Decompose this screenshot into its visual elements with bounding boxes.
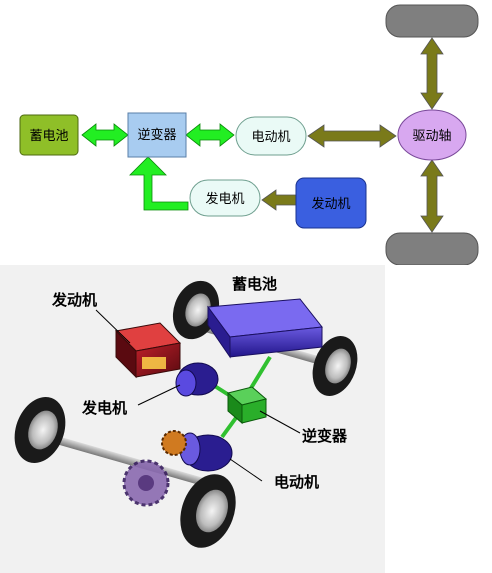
chassis-battery-label: 蓄电池 (232, 275, 277, 293)
chassis-illustration: 蓄电池 发动机 发电机 逆变器 电动机 (0, 265, 385, 573)
battery-label: 蓄电池 (29, 129, 68, 144)
front-right-wheel (180, 474, 236, 548)
inverter-motor-arrow (185, 123, 235, 147)
battery-inverter-arrow (81, 123, 129, 147)
engine-box (295, 177, 367, 229)
chassis-inverter (226, 386, 268, 425)
generator-leader-line (137, 384, 181, 406)
chassis-inverter-label: 逆变器 (302, 427, 348, 445)
front-axle (37, 431, 214, 489)
inverter-motor-wire (220, 413, 240, 439)
top-wheel (385, 4, 479, 38)
chassis-generator-label: 发电机 (81, 399, 127, 417)
axle-top-arrow (420, 37, 444, 110)
inverter-box (127, 112, 187, 158)
drive-axle-circle (397, 109, 467, 161)
rear-right-wheel (312, 335, 358, 397)
engine-label: 发动机 (311, 196, 350, 212)
chassis-gears (122, 430, 187, 507)
chassis-battery (207, 298, 323, 359)
engine-generator-arrow (261, 189, 297, 211)
bottom-wheel (385, 232, 479, 265)
motor-axle-arrow (307, 124, 397, 148)
engine-leader-line (95, 309, 131, 344)
front-left-wheel (14, 397, 66, 463)
chassis-generator (175, 362, 219, 397)
drive-axle-label: 驱动轴 (412, 129, 451, 144)
motor-box (235, 116, 307, 156)
hybrid-flow-diagram: 蓄电池 逆变器 电动机 发电机 发动机 驱动轴 (19, 4, 479, 265)
battery-box (19, 114, 79, 156)
generator-box (189, 179, 261, 217)
motor-label: 电动机 (251, 130, 290, 145)
chassis-engine-label: 发动机 (51, 291, 97, 309)
generator-label: 发电机 (205, 191, 244, 207)
axle-bottom-arrow (420, 159, 444, 233)
generator-inverter-arrow (129, 156, 189, 211)
chassis-engine (114, 322, 182, 379)
inverter-label: 逆变器 (137, 127, 176, 143)
inverter-leader-line (259, 410, 301, 434)
chassis-motor-label: 电动机 (274, 473, 319, 491)
motor-leader-line (229, 458, 263, 482)
